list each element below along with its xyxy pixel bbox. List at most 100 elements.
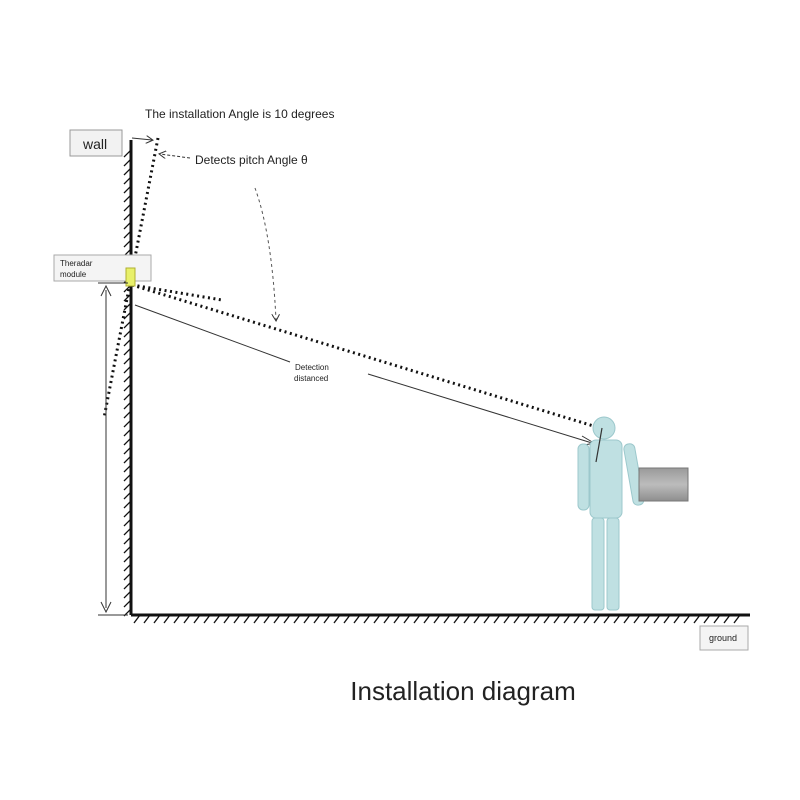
wall-hatch-mark xyxy=(123,302,132,311)
detection-distance-label-line2: distanced xyxy=(294,374,328,383)
ground-hatch-mark xyxy=(163,614,171,624)
wall-hatch-mark xyxy=(123,428,132,437)
wall-hatch-mark xyxy=(123,491,132,500)
ground-hatch-mark xyxy=(303,614,311,624)
wall-hatch-mark xyxy=(123,365,132,374)
wall-hatch-mark xyxy=(123,500,132,509)
ground-hatch-mark xyxy=(503,614,511,624)
ground-hatch-mark xyxy=(733,614,741,624)
wall-hatch-mark xyxy=(123,185,132,194)
person-head xyxy=(592,416,616,440)
ground-hatch-mark xyxy=(403,614,411,624)
beam-edge-tilted xyxy=(102,137,160,419)
ground-hatch-mark xyxy=(583,614,591,624)
ground-hatch-mark xyxy=(473,614,481,624)
ground-hatch-mark xyxy=(523,614,531,624)
ground-hatch-mark xyxy=(253,614,261,624)
wall-hatch-mark xyxy=(123,509,132,518)
ground-hatch-mark xyxy=(623,614,631,624)
wall-hatch-mark xyxy=(123,230,132,239)
wall-hatch-mark xyxy=(123,374,132,383)
wall-hatch-mark xyxy=(123,482,132,491)
beam-edge-short xyxy=(131,283,223,302)
ground-hatch-mark xyxy=(633,614,641,624)
ground-structure xyxy=(131,613,750,624)
wall-hatch-mark xyxy=(123,473,132,482)
pitch-angle-arc xyxy=(254,187,276,320)
detection-distance-arrow xyxy=(134,304,596,447)
person-beam-mark xyxy=(595,427,603,463)
wall-hatch-mark xyxy=(123,563,132,572)
ground-hatch-mark xyxy=(193,614,201,624)
pitch-angle-label: Detects pitch Angle θ xyxy=(195,153,308,167)
ground-label: ground xyxy=(709,633,737,643)
wall-hatch-mark xyxy=(123,392,132,401)
radar-module-label-box: Theradar module xyxy=(53,254,152,282)
wall-hatch-mark xyxy=(123,167,132,176)
ground-hatch-mark xyxy=(513,614,521,624)
wall-hatch-mark xyxy=(123,239,132,248)
wall-hatch-mark xyxy=(123,455,132,464)
wall-hatch-mark xyxy=(123,311,132,320)
ground-label-box: ground xyxy=(699,625,749,651)
ground-hatch-mark xyxy=(483,614,491,624)
ground-hatch-mark xyxy=(423,614,431,624)
ground-hatch-mark xyxy=(143,614,151,624)
ground-hatch-mark xyxy=(533,614,541,624)
ground-hatch-mark xyxy=(393,614,401,624)
wall-hatch-mark xyxy=(123,527,132,536)
ground-hatch-mark xyxy=(723,614,731,624)
ground-hatch-mark xyxy=(463,614,471,624)
person-torso xyxy=(589,439,623,519)
ground-hatch-mark xyxy=(183,614,191,624)
wall-hatch-mark xyxy=(123,338,132,347)
person-right-leg xyxy=(606,517,620,611)
ground-hatch-mark xyxy=(323,614,331,624)
wall-label-box: wall xyxy=(69,129,123,157)
pitch-angle-pointer xyxy=(160,154,191,158)
wall-hatch-mark xyxy=(123,572,132,581)
wall-hatch-mark xyxy=(123,158,132,167)
wall-hatch-mark xyxy=(123,149,132,158)
ground-hatch-mark xyxy=(203,614,211,624)
wall-hatch-mark xyxy=(123,590,132,599)
wall-hatch-mark xyxy=(123,545,132,554)
wall-hatch-mark xyxy=(123,347,132,356)
wall-hatch-mark xyxy=(123,536,132,545)
person-left-arm xyxy=(577,443,590,511)
wall-label: wall xyxy=(82,136,107,152)
wall-hatch-mark xyxy=(123,176,132,185)
wall-hatch-mark xyxy=(123,203,132,212)
person-figure xyxy=(577,416,645,611)
ground-hatch-mark xyxy=(563,614,571,624)
ground-hatch-mark xyxy=(273,614,281,624)
ground-hatch-mark xyxy=(543,614,551,624)
wall-hatch-mark xyxy=(123,293,132,302)
person-left-leg xyxy=(591,517,605,611)
ground-hatch-mark xyxy=(663,614,671,624)
diagram-caption: Installation diagram xyxy=(350,676,576,706)
wall-hatch-mark xyxy=(123,464,132,473)
ground-hatch-mark xyxy=(343,614,351,624)
ground-hatch-mark xyxy=(693,614,701,624)
ground-hatch-mark xyxy=(613,614,621,624)
installation-angle-arrow xyxy=(131,138,152,140)
wall-hatch-mark xyxy=(123,401,132,410)
ground-hatch-mark xyxy=(283,614,291,624)
ground-hatch-mark xyxy=(373,614,381,624)
wall-hatch-mark xyxy=(123,410,132,419)
ground-hatch-mark xyxy=(153,614,161,624)
wall-hatch-mark xyxy=(123,518,132,527)
wall-hatch-mark xyxy=(123,329,132,338)
ground-hatch-mark xyxy=(433,614,441,624)
wall-hatch-mark xyxy=(123,599,132,608)
ground-hatch-mark xyxy=(453,614,461,624)
ground-hatch-mark xyxy=(263,614,271,624)
radar-module-icon xyxy=(125,267,136,287)
wall-hatch-mark xyxy=(123,194,132,203)
wall-hatch-mark xyxy=(123,212,132,221)
ground-hatch-mark xyxy=(673,614,681,624)
detection-distance-label-line1: Detection xyxy=(295,363,329,372)
ground-hatch-mark xyxy=(603,614,611,624)
